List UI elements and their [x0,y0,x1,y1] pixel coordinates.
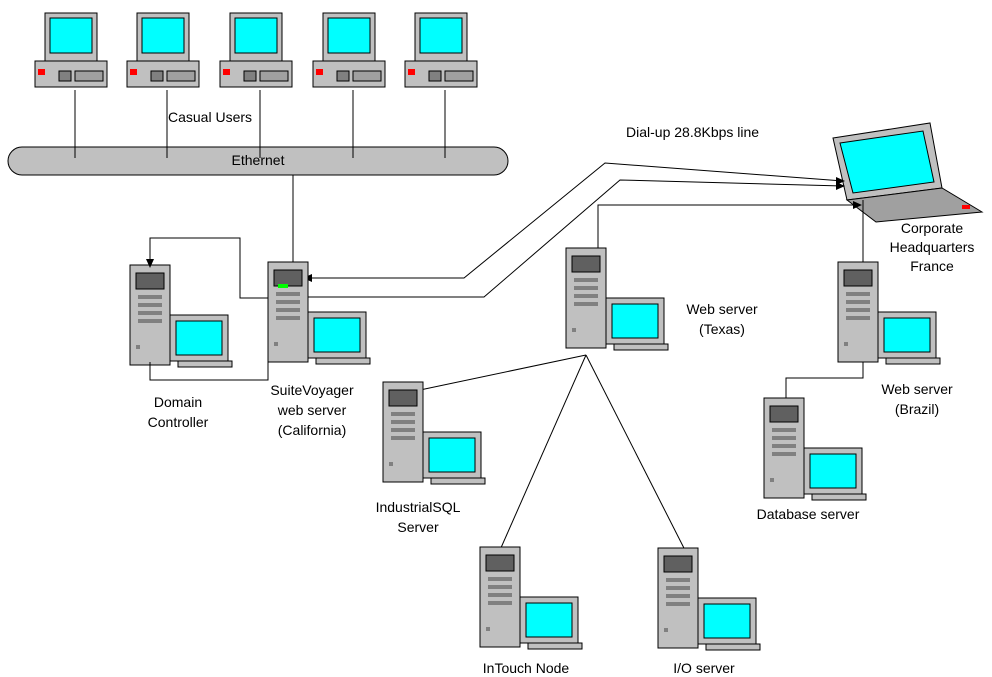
desktop-computer-icon [126,12,200,88]
sql-label-2: Server [397,519,439,535]
suite-label-1: SuiteVoyager [270,382,354,398]
hq-label-2: Headquarters [890,239,975,255]
status-led [278,284,288,288]
desktop-computer-icon [404,12,478,88]
tower-server-icon [837,261,941,365]
casual-users-label: Casual Users [168,109,252,125]
sql-label-1: IndustrialSQL [376,499,461,515]
brazil-label-2: (Brazil) [895,401,939,417]
domain-label-2: Controller [148,414,209,430]
db-label: Database server [757,506,860,522]
suite-label-3: (California) [278,422,346,438]
tower-server-icon [129,264,233,368]
tower-server-icon [382,381,486,485]
suite-label-2: web server [277,402,347,418]
hq-label-1: Corporate [901,220,963,236]
laptop-icon [832,122,984,223]
io-label: I/O server [673,660,735,676]
ethernet-label: Ethernet [232,152,285,168]
texas-label-2: (Texas) [699,321,745,337]
tower-server-icon [565,247,669,351]
desktop-computer-icon [34,12,108,88]
tower-server-icon [479,546,583,650]
dialup-label: Dial-up 28.8Kbps line [626,124,759,140]
domain-label-1: Domain [154,394,202,410]
texas-label-1: Web server [686,301,758,317]
desktop-computer-icon [219,12,293,88]
intouch-label: InTouch Node [483,660,570,676]
hq-label-3: France [910,258,954,274]
tower-server-icon [657,547,761,651]
desktop-computer-icon [312,12,386,88]
dialup-line [303,162,844,279]
tower-server-icon [763,397,867,501]
brazil-label-1: Web server [881,381,953,397]
ethernet-cable [7,146,509,176]
tower-server-icon [267,261,371,365]
